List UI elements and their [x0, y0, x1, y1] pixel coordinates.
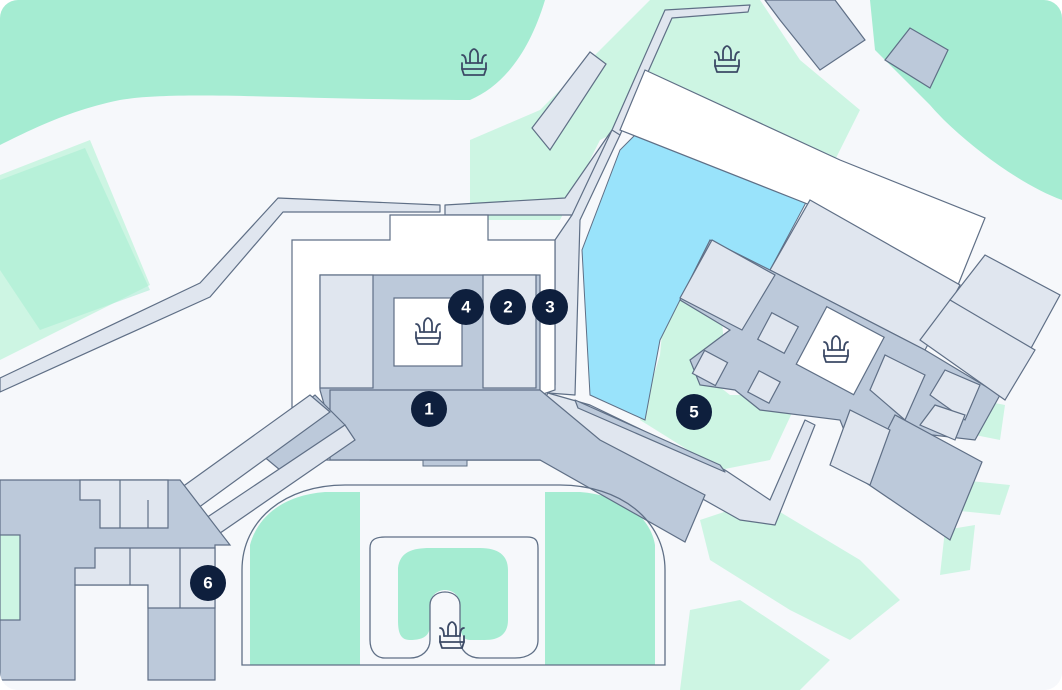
marker-4[interactable]: 4: [448, 289, 484, 325]
front-plaza: [241, 484, 666, 666]
marker-2[interactable]: 2: [490, 289, 526, 325]
marker-label: 1: [424, 400, 433, 419]
marker-6[interactable]: 6: [190, 565, 226, 601]
marker-label: 5: [689, 403, 698, 422]
east-complex: [619, 69, 1061, 541]
marker-label: 6: [203, 574, 212, 593]
walkways: [0, 4, 816, 526]
west-wing: [0, 394, 356, 681]
marker-3[interactable]: 3: [532, 289, 568, 325]
north-buildings: [531, 0, 949, 152]
marker-label: 2: [503, 298, 512, 317]
marker-label: 4: [461, 298, 471, 317]
marker-label: 3: [545, 298, 554, 317]
marker-5[interactable]: 5: [676, 394, 712, 430]
marker-1[interactable]: 1: [411, 391, 447, 427]
